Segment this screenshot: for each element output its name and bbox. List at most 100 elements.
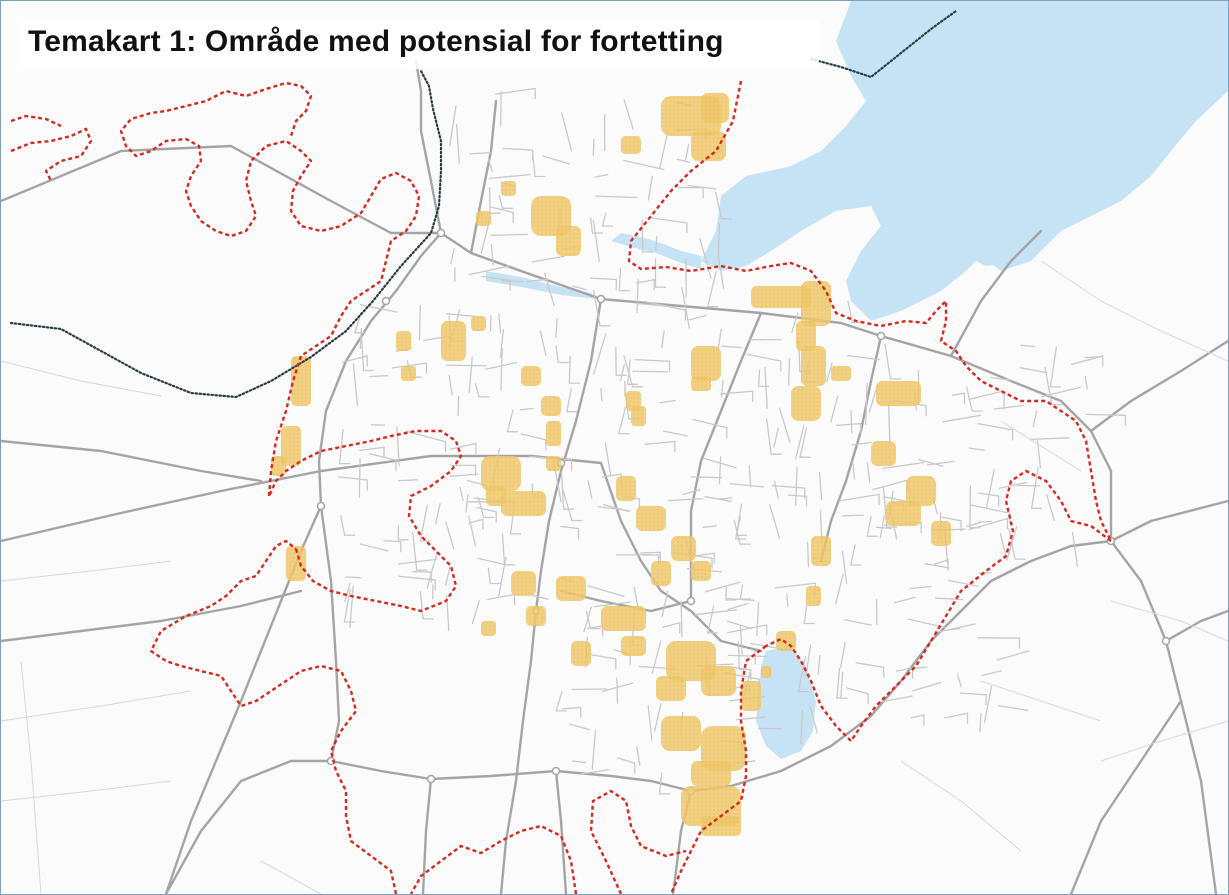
minor-street: [956, 673, 962, 688]
densification-area: [521, 366, 541, 386]
densification-area: [526, 606, 546, 626]
densification-area: [471, 316, 486, 331]
rural-road: [1110, 600, 1228, 642]
minor-street: [471, 600, 480, 625]
minor-street: [682, 489, 701, 496]
densification-area: [876, 381, 921, 406]
minor-street: [481, 275, 511, 291]
densification-area: [701, 666, 736, 696]
minor-street: [850, 410, 853, 434]
densification-area: [931, 521, 951, 546]
minor-street: [765, 418, 782, 455]
minor-street: [699, 237, 712, 279]
major-road: [469, 99, 498, 255]
densification-area: [556, 576, 586, 601]
minor-street: [966, 521, 981, 528]
minor-street: [587, 585, 625, 597]
minor-street: [996, 650, 1030, 661]
major-road: [1069, 699, 1183, 894]
minor-street: [951, 392, 966, 404]
densification-area: [636, 506, 666, 531]
rural-road: [900, 760, 1022, 852]
densification-area: [571, 641, 591, 666]
minor-street: [529, 455, 573, 471]
minor-street: [965, 386, 983, 412]
urban-boundary-south-loop: [589, 789, 687, 894]
major-road: [1164, 609, 1228, 643]
minor-street: [728, 666, 752, 681]
minor-street: [1029, 437, 1070, 441]
minor-street: [477, 557, 507, 566]
minor-street: [601, 212, 614, 227]
minor-street: [450, 464, 477, 477]
minor-street: [983, 685, 993, 724]
minor-street: [568, 355, 580, 384]
minor-street: [733, 519, 751, 545]
minor-street: [855, 662, 885, 678]
major-road: [599, 461, 763, 653]
densification-area: [691, 561, 711, 581]
minor-street: [882, 461, 925, 470]
minor-street: [1019, 367, 1048, 374]
minor-street: [617, 406, 630, 435]
minor-street: [1085, 413, 1127, 426]
minor-street: [501, 533, 516, 566]
minor-street: [883, 496, 909, 503]
major-road: [689, 539, 1113, 793]
densification-area: [396, 331, 411, 351]
densification-area: [546, 456, 561, 471]
minor-street: [866, 462, 871, 484]
minor-street: [359, 446, 385, 458]
minor-street: [694, 609, 737, 616]
rural-road: [1000, 420, 1082, 472]
map-title: Temakart 1: Område med potensial for for…: [28, 25, 724, 58]
minor-street: [725, 586, 737, 601]
minor-street: [978, 520, 992, 523]
minor-street: [805, 644, 812, 677]
major-road: [949, 229, 1043, 358]
roundabout: [381, 296, 391, 306]
densification-area: [631, 406, 646, 426]
rural-road: [980, 680, 1102, 722]
minor-street: [419, 504, 431, 542]
urban-boundary-southwest: [409, 824, 578, 894]
minor-street: [968, 390, 1004, 401]
minor-street: [636, 278, 639, 314]
densification-area: [556, 226, 581, 256]
minor-street: [501, 280, 524, 283]
densification-area: [481, 456, 521, 491]
minor-street: [450, 248, 455, 265]
minor-street: [866, 515, 878, 537]
minor-street: [595, 195, 638, 199]
minor-street: [835, 573, 844, 605]
densification-area: [906, 476, 936, 506]
minor-street: [659, 399, 676, 404]
densification-area: [511, 571, 536, 596]
major-road: [317, 231, 443, 508]
minor-street: [636, 746, 641, 766]
minor-street: [560, 525, 580, 540]
minor-street: [927, 460, 955, 466]
minor-street: [803, 602, 815, 625]
minor-street: [795, 466, 798, 506]
rural-road: [1, 780, 172, 802]
minor-street: [604, 441, 612, 476]
minor-street: [692, 418, 728, 439]
minor-street: [1084, 356, 1100, 359]
minor-street: [502, 147, 534, 161]
densification-area: [701, 726, 746, 771]
minor-street: [968, 517, 1009, 531]
densification-area: [501, 491, 546, 516]
minor-street: [756, 601, 760, 637]
minor-street: [681, 287, 690, 329]
minor-street: [968, 447, 985, 451]
densification-area: [871, 441, 896, 466]
minor-street: [468, 265, 511, 276]
minor-street: [935, 597, 963, 601]
minor-street: [465, 494, 469, 513]
minor-street: [688, 314, 707, 321]
minor-street: [842, 514, 864, 517]
minor-street: [449, 104, 457, 147]
minor-street: [635, 302, 675, 308]
